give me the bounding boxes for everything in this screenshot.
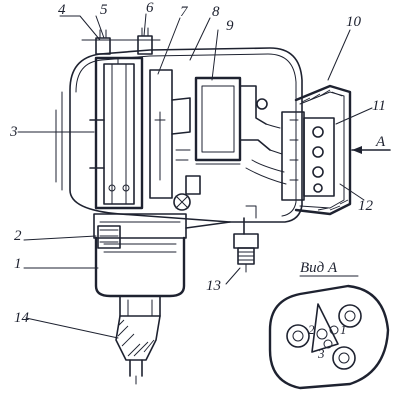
- side-fitting: [233, 205, 259, 273]
- view-a-title: Вид А: [300, 260, 338, 276]
- terminal-block: [281, 111, 335, 201]
- callout-13: 13: [206, 278, 221, 294]
- spindle-stack: [89, 56, 144, 210]
- callout-a-arrow: А: [375, 134, 386, 150]
- view-a-pin-2: 2: [308, 322, 315, 337]
- section-arrow-a: [351, 146, 391, 154]
- housing-outline: [55, 47, 303, 223]
- inner-column: [149, 69, 191, 199]
- callout-1: 1: [14, 256, 22, 272]
- view-a-pin-1: 1: [340, 322, 347, 337]
- callout-12: 12: [358, 198, 374, 214]
- nozzle-fitting: [115, 315, 161, 385]
- callout-3: 3: [9, 124, 18, 140]
- callout-14: 14: [14, 310, 30, 326]
- callout-9: 9: [226, 18, 234, 34]
- leader-lines: [17, 13, 373, 339]
- callout-5: 5: [100, 2, 108, 18]
- callout-11: 11: [372, 98, 386, 114]
- callout-8: 8: [212, 4, 220, 20]
- terminal-cover: [294, 84, 352, 216]
- lower-cylinder: [94, 225, 186, 317]
- transformer-block: [194, 76, 271, 165]
- callout-4: 4: [58, 2, 66, 18]
- top-studs: [81, 27, 161, 55]
- view-a-pin-3: 3: [317, 346, 325, 361]
- callout-2: 2: [14, 228, 22, 244]
- wiring: [245, 123, 287, 185]
- view-a-detail: Вид А 1 2 3: [268, 260, 390, 390]
- callout-7: 7: [180, 4, 189, 20]
- callout-labels: 4 5 6 7 8 9 10 11 А 12 3 2 1 13 14: [9, 0, 386, 326]
- callout-10: 10: [346, 14, 362, 30]
- callout-6: 6: [146, 0, 154, 16]
- lower-bracket: [93, 175, 231, 239]
